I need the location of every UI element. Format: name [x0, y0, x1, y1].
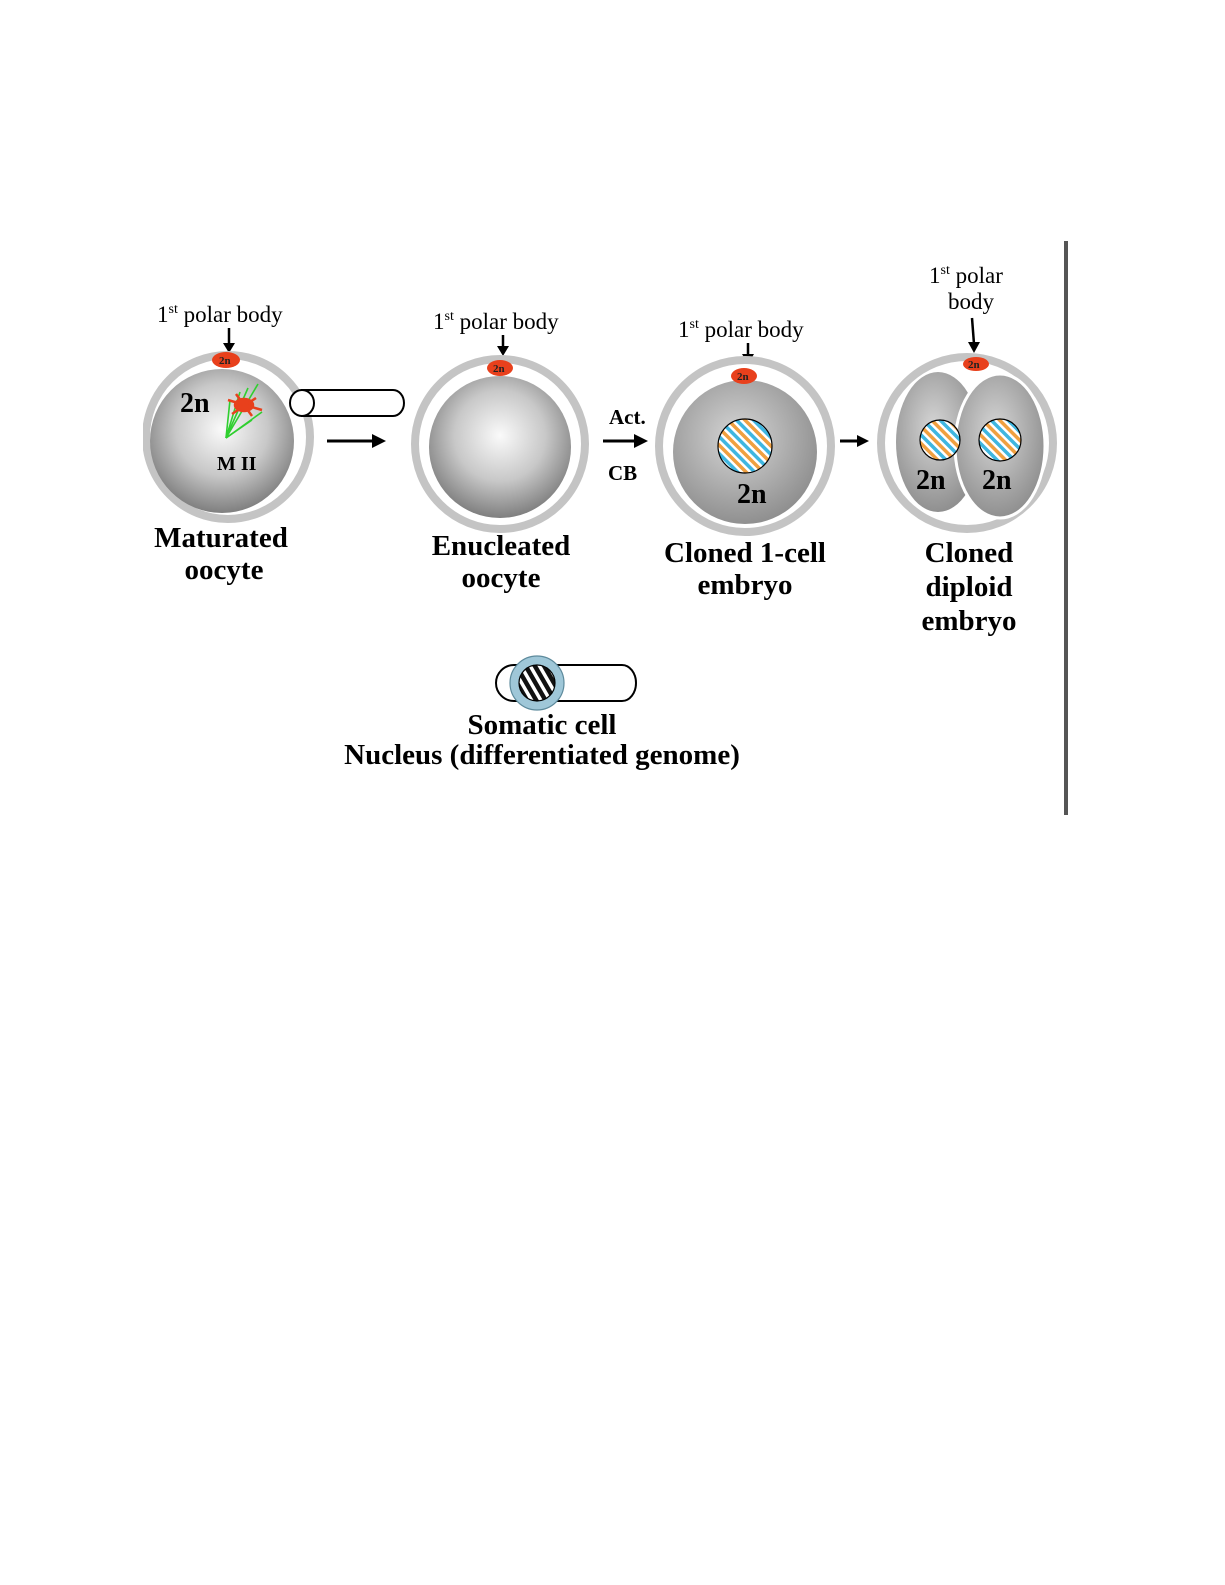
arrow-down-icon [223, 328, 235, 353]
cytoplasm [429, 376, 571, 518]
donor-nucleus [718, 419, 772, 473]
polar-body-label: 1st polar body [157, 302, 283, 327]
polar-body-label: 1st polar body [433, 309, 559, 334]
polar-body-label: 1st polar [929, 263, 1003, 288]
oocyte-ploidy: 2n [180, 388, 210, 419]
polar-body-label-line2: body [948, 289, 995, 314]
stage-caption: Maturated [154, 522, 288, 554]
polar-body-ploidy: 2n [737, 371, 749, 383]
cytochalasin-label: CB [608, 461, 637, 485]
stage-maturated-oocyte: 1st polar body 2n 2n M II [146, 302, 404, 586]
stage-caption: Cloned [925, 537, 1014, 569]
somatic-cell-donor: Somatic cell Nucleus (differentiated gen… [344, 656, 740, 771]
arrow-right-icon [603, 434, 648, 448]
stage-cloned-1-cell-embryo: 1st polar body 2n 2n Cloned 1-cell embry… [659, 317, 831, 601]
polar-body-label: 1st polar body [678, 317, 804, 342]
somatic-label-detail: Nucleus (differentiated genome) [344, 739, 740, 771]
somatic-label: Somatic cell [468, 709, 617, 741]
polar-body-ploidy: 2n [219, 355, 231, 367]
stage-caption: oocyte [185, 554, 264, 586]
polar-body-ploidy: 2n [493, 363, 505, 375]
arrow-right-icon [327, 434, 386, 448]
stage-caption: embryo [697, 569, 792, 601]
arrow-down-icon [497, 335, 509, 356]
stage-caption: Enucleated [432, 530, 571, 562]
blastomere-ploidy: 2n [916, 465, 946, 496]
embryo-ploidy: 2n [737, 479, 767, 510]
stage-enucleated-oocyte: 1st polar body 2n Enucleated oocyte [415, 309, 585, 594]
stage-caption: Cloned 1-cell [664, 537, 826, 569]
nucleus-left [920, 420, 960, 460]
stage-caption: diploid [925, 571, 1012, 603]
polar-body-ploidy: 2n [968, 359, 980, 371]
stage-caption: embryo [921, 605, 1016, 637]
spindle-label: M II [217, 453, 257, 475]
activation-label: Act. [609, 405, 646, 429]
micropipette-icon [290, 390, 404, 416]
somatic-nucleus [519, 665, 555, 701]
activation-step: Act. CB [603, 405, 648, 485]
stage-caption: oocyte [462, 562, 541, 594]
stage-cloned-diploid-embryo: 1st polar body 2n 2n 2n Cloned diploid e… [881, 263, 1053, 637]
arrow-right-icon [840, 435, 869, 447]
cytoplasm [150, 369, 294, 513]
nucleus-right [979, 419, 1021, 461]
blastomere-ploidy: 2n [982, 465, 1012, 496]
arrow-down-icon [968, 318, 980, 353]
